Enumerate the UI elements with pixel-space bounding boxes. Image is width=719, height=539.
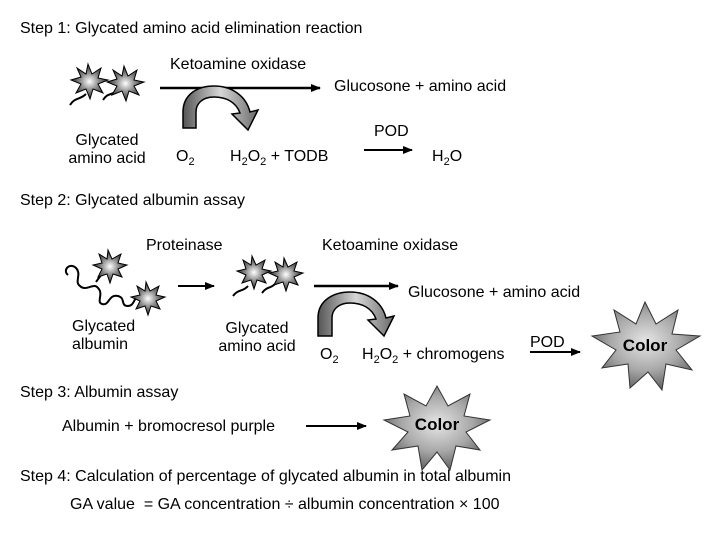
step2-aa-line1: Glycated: [225, 320, 289, 337]
color-burst-step2: [590, 300, 702, 392]
glycated-amino-acid-molecule-1: [69, 62, 146, 106]
step1-product-label: Glucosone + amino acid: [334, 78, 507, 95]
step1-o2: O2: [176, 148, 195, 169]
step2-o2: O2: [320, 346, 339, 367]
step1-h2o2-todb: H2O2 + TODB: [230, 148, 329, 169]
glycated-albumin-molecule: [64, 248, 167, 317]
step1-substrate-line2: amino acid: [68, 150, 146, 167]
color-burst-step3: [382, 384, 492, 472]
step2-curved-arrow: [317, 291, 396, 338]
step4-formula: GA value = GA concentration ÷ albumin co…: [70, 496, 500, 513]
step2-h2o2-chromogens: H2O2 + chromogens: [362, 346, 505, 367]
step3-color-label: Color: [414, 415, 460, 434]
step2-proteinase-label: Proteinase: [146, 237, 223, 254]
step2-title: Step 2: Glycated albumin assay: [20, 192, 246, 209]
sugar-star-icon: [105, 64, 146, 103]
step2-albumin-label: Glycated albumin: [72, 318, 135, 354]
step4-title: Step 4: Calculation of percentage of gly…: [20, 468, 511, 485]
step1-curved-arrow: [182, 85, 260, 132]
step3-reagents-label: Albumin + bromocresol purple: [62, 418, 275, 435]
step1-title: Step 1: Glycated amino acid elimination …: [20, 20, 363, 37]
step3-title: Step 3: Albumin assay: [20, 384, 179, 401]
step1-enzyme-label: Ketoamine oxidase: [170, 56, 307, 73]
step2-pod-label: POD: [530, 334, 565, 351]
step2-albumin-line2: albumin: [72, 336, 129, 353]
sugar-star-icon: [91, 248, 129, 285]
sugar-star-icon: [69, 62, 110, 101]
glycated-amino-acid-molecule-2: [232, 254, 305, 297]
step2-product-label: Glucosone + amino acid: [408, 284, 581, 301]
step1-substrate-label: Glycated amino acid: [62, 132, 152, 168]
step1-pod-label: POD: [374, 123, 409, 140]
step2-albumin-line1: Glycated: [72, 318, 136, 335]
step2-enzyme-label: Ketoamine oxidase: [322, 237, 459, 254]
step1-h2o: H2O: [432, 148, 463, 169]
step2-aa-line2: amino acid: [218, 338, 296, 355]
sugar-star-icon: [267, 256, 305, 293]
sugar-star-icon: [129, 280, 167, 317]
step2-aa-label: Glycated amino acid: [212, 320, 302, 356]
step1-substrate-line1: Glycated: [75, 132, 139, 149]
sugar-star-icon: [235, 254, 273, 291]
step2-color-label: Color: [622, 336, 668, 355]
